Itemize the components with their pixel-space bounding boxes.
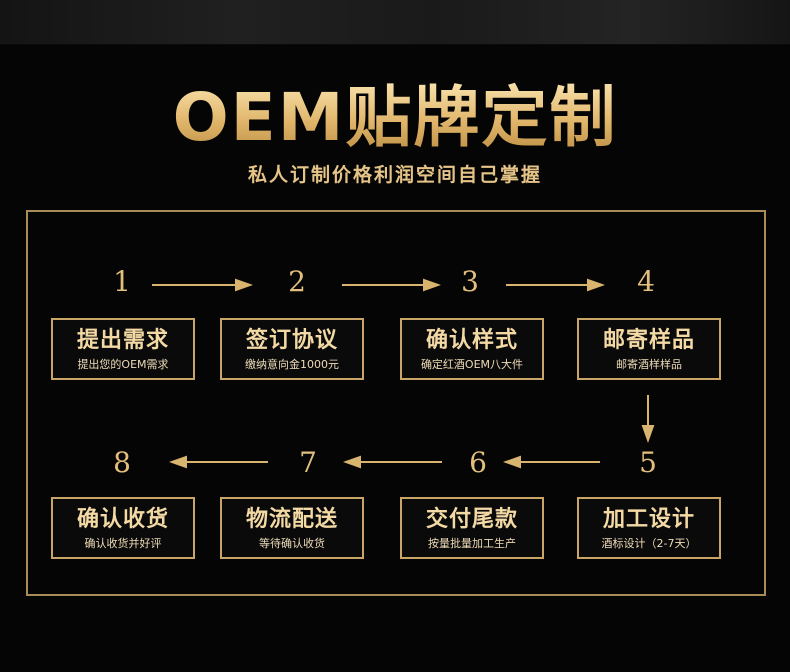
step-box-3: 确认样式 确定红酒OEM八大件: [400, 318, 544, 380]
step-title-8: 确认收货: [76, 506, 169, 532]
step-number-5: 5: [639, 446, 657, 479]
arrow-head-6-7: [343, 455, 361, 469]
step-desc-3: 确定红酒OEM八大件: [420, 357, 524, 371]
step-title-4: 邮寄样品: [602, 327, 695, 353]
step-number-8: 8: [113, 446, 131, 479]
step-title-3: 确认样式: [425, 327, 518, 353]
step-desc-7: 等待确认收货: [259, 536, 325, 550]
process-frame: [26, 210, 766, 596]
step-number-6: 6: [469, 446, 487, 479]
arrow-head-4-5: [641, 425, 655, 443]
top-banner: [0, 0, 790, 45]
page-subtitle: 私人订制价格利润空间自己掌握: [247, 164, 542, 186]
arrow-head-5-6: [503, 455, 521, 469]
step-desc-8: 确认收货并好评: [84, 536, 162, 550]
arrow-head-2-3: [423, 278, 441, 292]
step-desc-6: 按量批量加工生产: [428, 536, 516, 550]
step-box-8: 确认收货 确认收货并好评: [51, 497, 195, 559]
step-number-7: 7: [299, 446, 317, 479]
step-title-1: 提出需求: [76, 327, 169, 353]
step-title-5: 加工设计: [602, 506, 695, 532]
arrow-head-7-8: [169, 455, 187, 469]
step-box-7: 物流配送 等待确认收货: [220, 497, 364, 559]
step-box-6: 交付尾款 按量批量加工生产: [400, 497, 544, 559]
step-number-4: 4: [637, 265, 655, 298]
arrow-head-3-4: [587, 278, 605, 292]
step-box-1: 提出需求 提出您的OEM需求: [51, 318, 195, 380]
step-desc-2: 缴纳意向金1000元: [245, 357, 339, 371]
step-desc-1: 提出您的OEM需求: [77, 357, 169, 371]
step-title-6: 交付尾款: [425, 506, 518, 532]
step-title-7: 物流配送: [245, 506, 338, 532]
step-number-1: 1: [113, 265, 131, 298]
step-desc-4: 邮寄酒样样品: [616, 357, 682, 371]
step-box-5: 加工设计 酒标设计（2-7天）: [577, 497, 721, 559]
step-title-2: 签订协议: [245, 327, 338, 353]
step-box-4: 邮寄样品 邮寄酒样样品: [577, 318, 721, 380]
step-desc-5: 酒标设计（2-7天）: [601, 536, 697, 550]
step-box-2: 签订协议 缴纳意向金1000元: [220, 318, 364, 380]
step-number-3: 3: [461, 265, 479, 298]
step-number-2: 2: [288, 265, 306, 298]
arrow-head-1-2: [235, 278, 253, 292]
page-title: OEM贴牌定制: [0, 78, 790, 158]
